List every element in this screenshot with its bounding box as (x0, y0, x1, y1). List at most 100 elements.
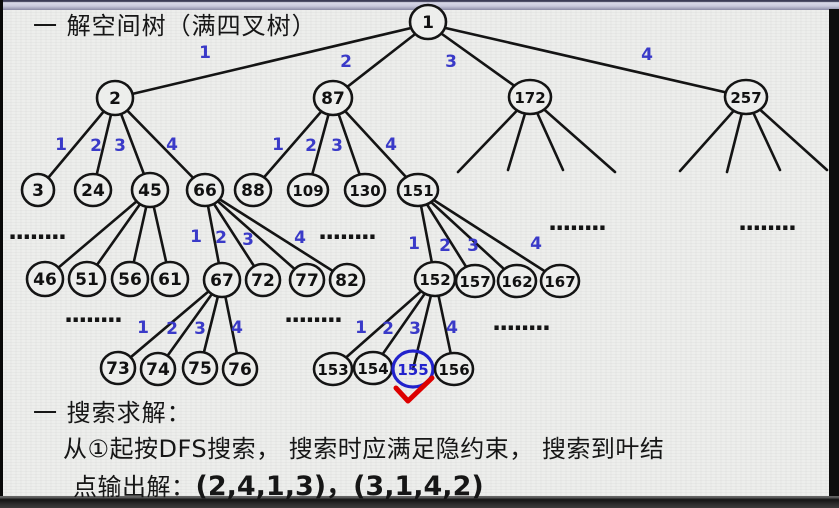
edge-label: 1 (408, 234, 420, 254)
edge (331, 96, 420, 192)
node-circle-157 (454, 263, 496, 299)
edge-label: 3 (467, 236, 479, 256)
edge-label: 3 (409, 319, 421, 339)
node-label-24: 24 (81, 181, 105, 201)
edge (113, 22, 430, 100)
node-circle-24 (73, 172, 113, 208)
node-label-77: 77 (295, 271, 319, 291)
node-label-61: 61 (158, 270, 182, 290)
node-label-1: 1 (422, 13, 434, 33)
node-label-45: 45 (138, 181, 162, 201)
edge-label: 1 (137, 318, 149, 338)
edge-label: 2 (166, 319, 178, 339)
node-circle-1 (408, 3, 448, 41)
node-circle-130 (343, 172, 387, 208)
node-circle-153 (312, 351, 354, 387)
edge-label: 3 (194, 319, 206, 339)
search-heading: 一 搜索求解： (33, 399, 192, 427)
node-circle-2 (95, 79, 135, 117)
node-label-130: 130 (349, 182, 380, 200)
edge-label: 3 (331, 136, 343, 156)
edge (416, 188, 519, 283)
edge-label: 3 (445, 52, 457, 72)
node-label-167: 167 (544, 273, 575, 291)
node-circle-88 (233, 172, 273, 208)
edge-label: 4 (166, 135, 178, 155)
edge-label: 4 (294, 228, 306, 248)
node-circle-67 (202, 261, 242, 299)
node-label-162: 162 (501, 273, 532, 291)
edge (116, 278, 224, 370)
node-circle-66 (185, 172, 225, 208)
node-label-46: 46 (33, 270, 57, 290)
edge (426, 22, 532, 99)
node-label-257: 257 (730, 89, 761, 107)
node-label-2: 2 (109, 89, 121, 109)
node-label-172: 172 (514, 89, 545, 107)
node-circle-167 (539, 263, 581, 299)
node-circle-257 (723, 78, 769, 116)
node-circle-87 (312, 79, 354, 117)
edge-label: 4 (530, 234, 542, 254)
ellipsis: ........ (492, 308, 549, 336)
node-label-3: 3 (32, 181, 44, 201)
node-label-156: 156 (438, 361, 469, 379)
node-label-88: 88 (241, 181, 265, 201)
edge-label: 1 (190, 227, 202, 247)
node-circle-151 (396, 172, 440, 208)
node-label-157: 157 (459, 273, 490, 291)
node-circle-172 (507, 78, 553, 116)
ellipsis: ........ (738, 208, 795, 236)
edge (416, 188, 562, 283)
edge-label: 2 (382, 319, 394, 339)
red-checkmark (393, 375, 435, 404)
node-circle-74 (139, 351, 177, 387)
edge-label: 3 (242, 230, 254, 250)
edge-label: 1 (55, 135, 67, 155)
search-line1: 从①起按DFS搜索， 搜索时应满足隐约束， 搜索到叶结 (63, 435, 665, 463)
node-label-82: 82 (335, 271, 359, 291)
edge (36, 96, 117, 192)
edge-label: 1 (272, 135, 284, 155)
node-circle-156 (433, 351, 475, 387)
edge-label: 2 (305, 136, 317, 156)
node-label-74: 74 (146, 360, 170, 380)
node-label-152: 152 (419, 271, 450, 289)
edge (43, 188, 152, 281)
ellipsis: ........ (8, 217, 65, 245)
node-circle-155-highlighted (391, 349, 435, 389)
edge-label: 1 (355, 318, 367, 338)
edge-label: 4 (641, 45, 653, 65)
edge-label: 4 (385, 135, 397, 155)
edge-label: 2 (215, 228, 227, 248)
node-label-73: 73 (106, 359, 130, 379)
edge-label: 2 (340, 52, 352, 72)
node-circle-72 (244, 262, 282, 298)
edge (203, 188, 349, 282)
node-circle-56 (110, 260, 150, 298)
slide-title: 一 解空间树（满四叉树） (33, 12, 317, 40)
node-circle-75 (181, 350, 219, 386)
tree-nodes: 1 2 87 172 257 3 24 45 66 88 109 130 151 (20, 3, 769, 389)
search-line2: 点输出解：(2,4,1,3)，(3,1,4,2) (73, 464, 484, 503)
edge-label: 2 (90, 136, 102, 156)
node-circle-45 (130, 171, 170, 209)
node-circle-162 (496, 263, 538, 299)
node-circle-77 (288, 262, 326, 298)
edge (331, 277, 437, 371)
node-circle-76 (221, 351, 259, 387)
right-frame-border (829, 9, 839, 508)
edge-label: 4 (231, 318, 243, 338)
ellipsis: ........ (548, 208, 605, 236)
left-frame-border (0, 0, 3, 508)
edge (203, 188, 309, 282)
edge-label: 2 (439, 236, 451, 256)
node-circle-61 (150, 260, 190, 298)
node-label-66: 66 (193, 181, 217, 201)
node-label-76: 76 (228, 360, 252, 380)
node-label-72: 72 (251, 271, 275, 291)
search-line2-label: 点输出解： (73, 473, 196, 501)
edge (331, 22, 430, 100)
